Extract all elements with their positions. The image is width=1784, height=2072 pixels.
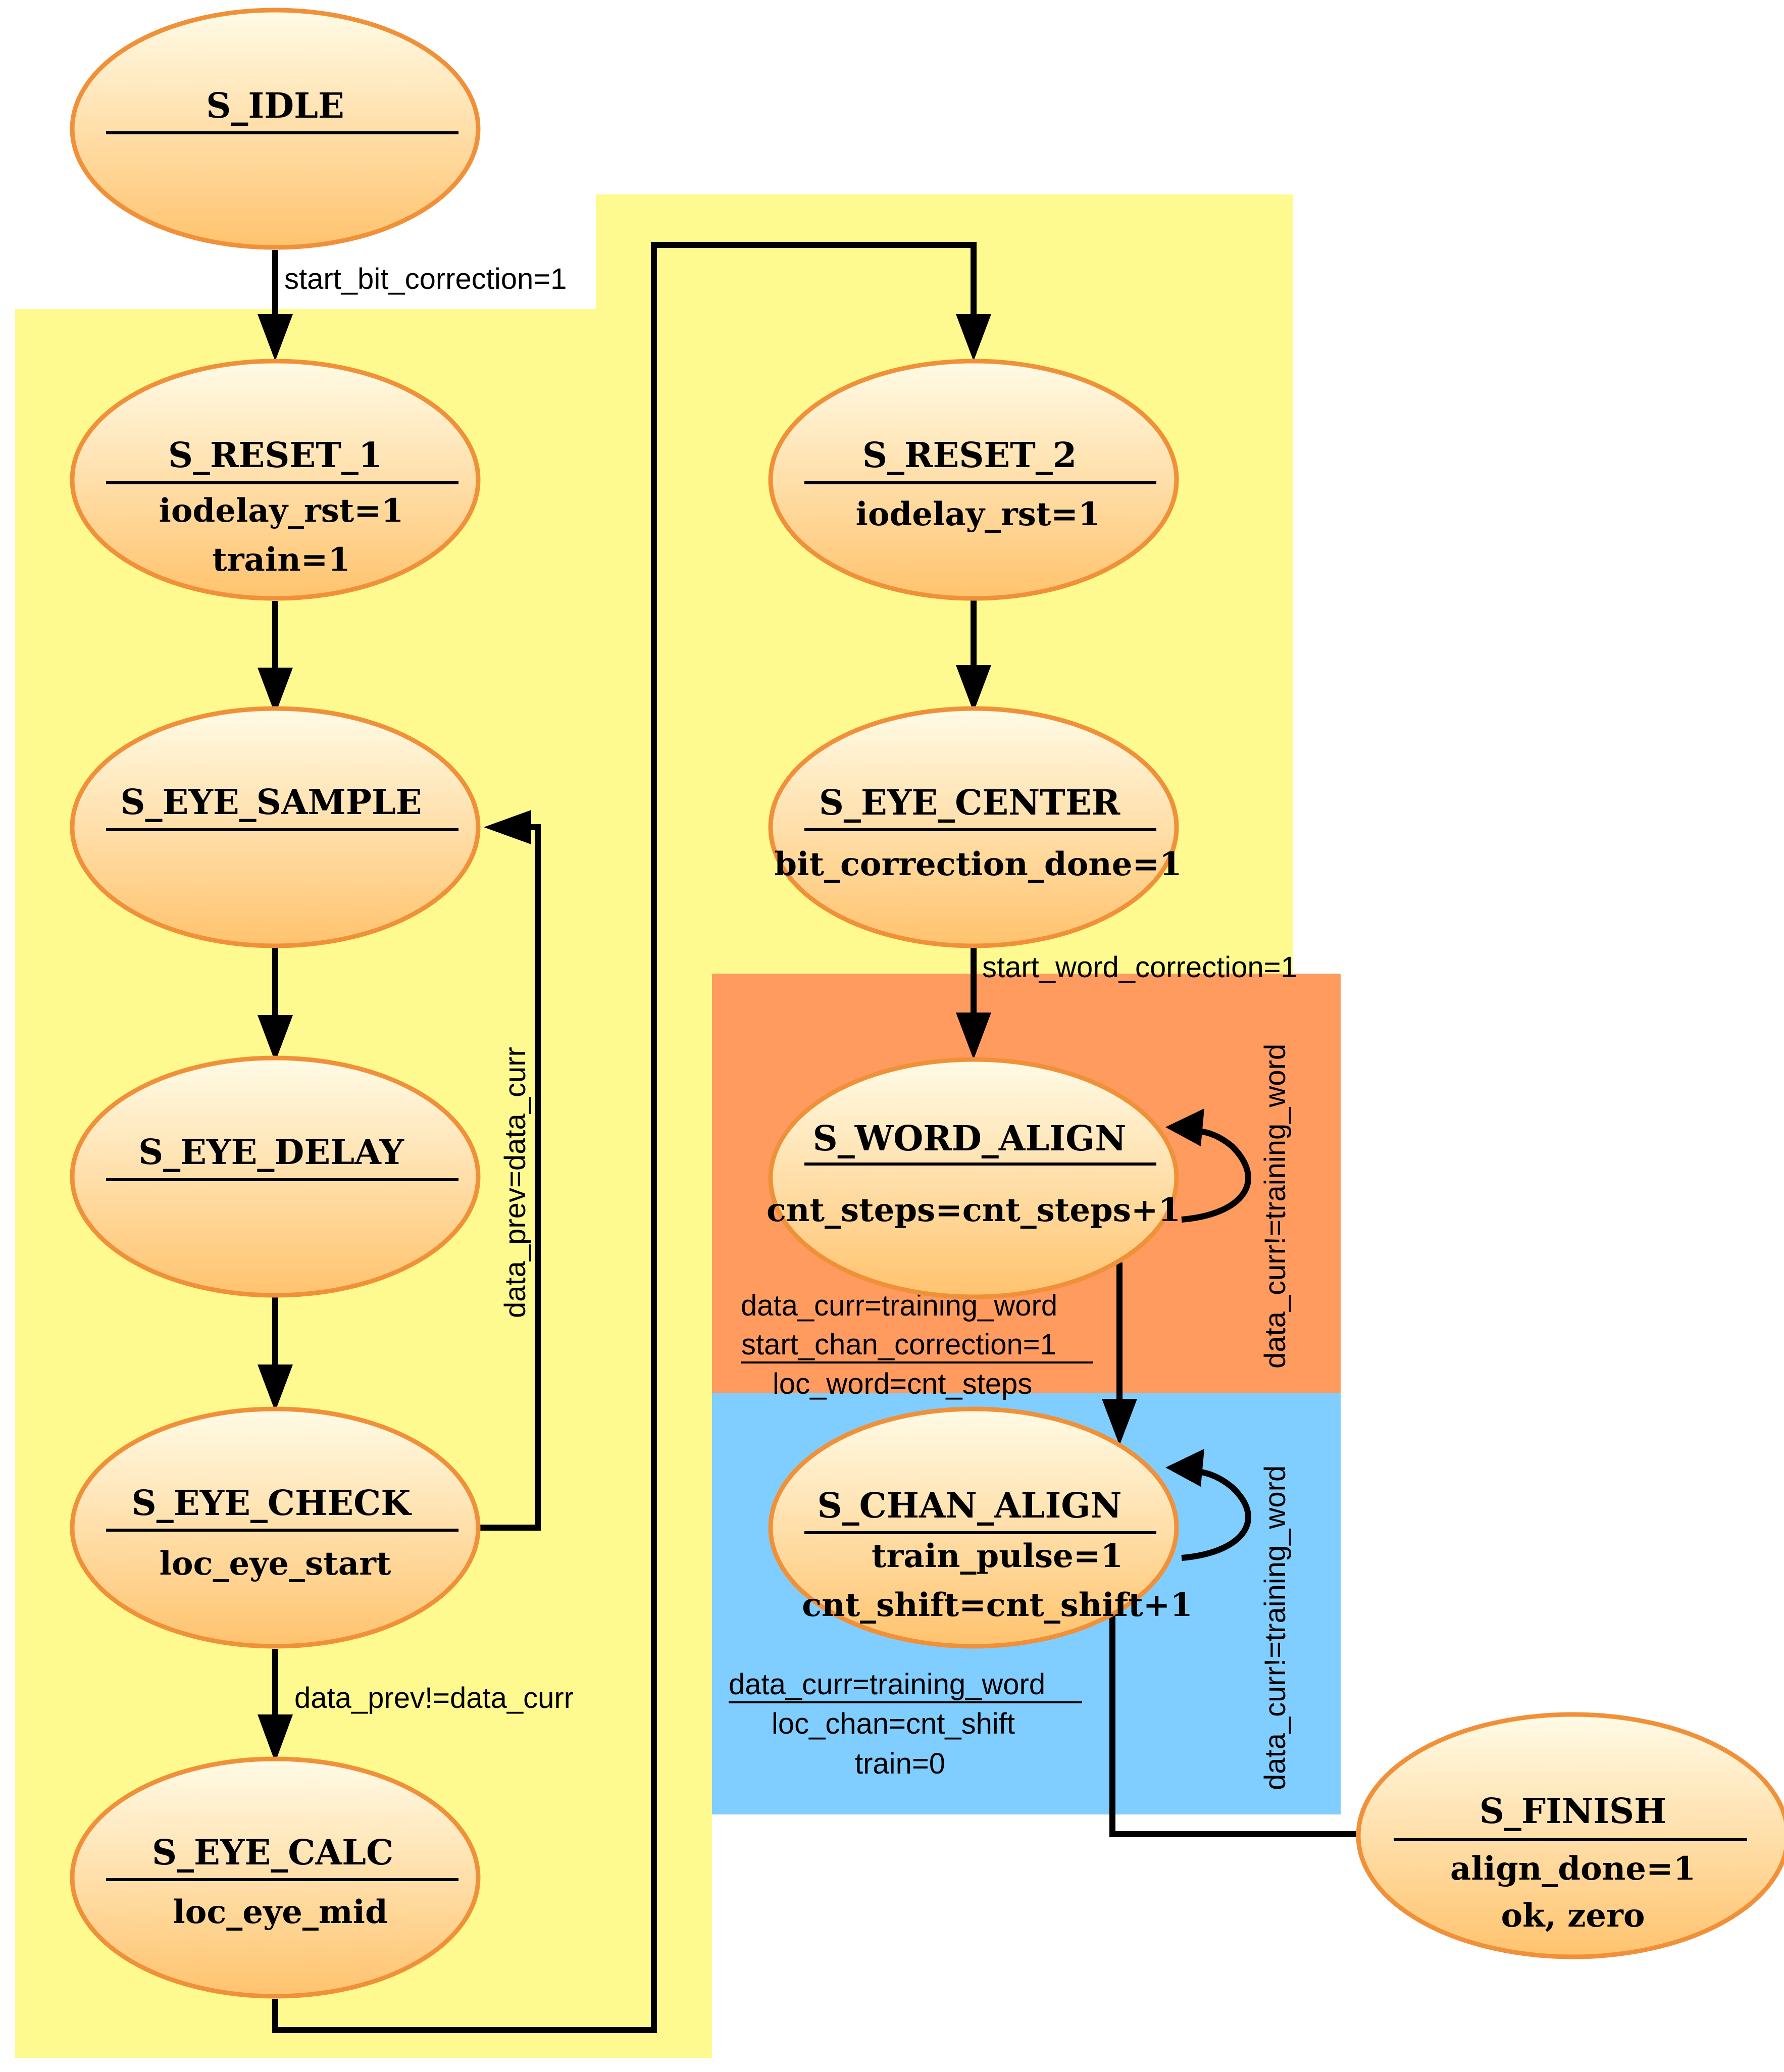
label-chan-self: data_curr!=training_word	[1259, 1465, 1292, 1790]
arrowhead-idle-reset1	[258, 314, 293, 361]
label-idle-reset1: start_bit_correction=1	[284, 263, 567, 295]
state-idle: S_IDLE	[70, 8, 481, 250]
state-title: S_EYE_CALC	[152, 1833, 393, 1873]
arrowhead-calc-reset2	[956, 314, 991, 361]
label-word-chan-1: start_chan_correction=1	[741, 1328, 1056, 1361]
state-action: train_pulse=1	[872, 1537, 1123, 1575]
arrowhead-check-sample	[484, 810, 531, 844]
arrowhead-reset1-sample	[258, 668, 293, 715]
state-action: align_done=1	[1450, 1850, 1696, 1888]
state-chan-align: S_CHAN_ALIGN train_pulse=1 cnt_shift=cnt…	[768, 1406, 1193, 1649]
state-title: S_EYE_DELAY	[138, 1132, 404, 1173]
state-shape	[768, 1406, 1179, 1649]
state-title: S_RESET_2	[862, 435, 1077, 476]
state-action: cnt_shift=cnt_shift+1	[802, 1586, 1193, 1624]
state-shape	[70, 1756, 481, 1999]
state-shape	[70, 1406, 481, 1649]
arrowhead-word-self	[1165, 1108, 1204, 1146]
state-title: S_EYE_CENTER	[819, 783, 1120, 823]
state-eye-center: S_EYE_CENTER bit_correction_done=1	[768, 706, 1182, 948]
label-chan-finish-1: loc_chan=cnt_shift	[772, 1707, 1015, 1740]
arrowhead-delay-check	[258, 1365, 293, 1411]
arrowhead-word-chan	[1102, 1399, 1137, 1445]
edge-calc-reset2	[272, 242, 977, 2033]
state-action: iodelay_rst=1	[159, 492, 404, 530]
state-title: S_IDLE	[206, 86, 344, 126]
arrowhead-check-calc	[258, 1714, 293, 1762]
state-shape	[70, 359, 481, 601]
state-shape	[70, 706, 481, 948]
state-eye-delay: S_EYE_DELAY	[70, 1055, 481, 1298]
label-word-self: data_curr!=training_word	[1259, 1044, 1292, 1369]
state-action: loc_eye_start	[160, 1545, 391, 1583]
state-action: cnt_steps=cnt_steps+1	[767, 1191, 1181, 1229]
state-title: S_EYE_CHECK	[132, 1483, 413, 1524]
label-chan-finish-2: train=0	[855, 1747, 945, 1780]
state-reset2: S_RESET_2 iodelay_rst=1	[768, 359, 1179, 601]
label-center-word: start_word_correction=1	[982, 951, 1297, 984]
state-title: S_FINISH	[1480, 1791, 1667, 1832]
arrowhead-sample-delay	[258, 1015, 293, 1062]
state-eye-check: S_EYE_CHECK loc_eye_start	[70, 1406, 481, 1649]
arrowhead-center-word	[956, 1013, 991, 1059]
state-finish: S_FINISH align_done=1 ok, zero	[1356, 1712, 1784, 1959]
state-word-align: S_WORD_ALIGN cnt_steps=cnt_steps+1	[767, 1057, 1181, 1299]
arrowhead-reset2-center	[956, 665, 991, 712]
label-word-chan-2: loc_word=cnt_steps	[773, 1368, 1032, 1400]
state-eye-calc: S_EYE_CALC loc_eye_mid	[70, 1756, 481, 1999]
state-shape	[1356, 1712, 1784, 1959]
state-title: S_WORD_ALIGN	[813, 1119, 1127, 1159]
state-shape	[768, 359, 1179, 601]
edge-chan-self	[1181, 1468, 1251, 1561]
state-title: S_RESET_1	[168, 435, 382, 476]
state-shape	[768, 706, 1179, 948]
edge-labels: start_bit_correction=1 data_prev=data_cu…	[284, 263, 1297, 1790]
state-reset1: S_RESET_1 iodelay_rst=1 train=1	[70, 359, 481, 601]
state-shape	[768, 1057, 1179, 1299]
state-shape	[70, 1055, 481, 1298]
label-check-sample: data_prev=data_curr	[499, 1047, 532, 1318]
state-title: S_EYE_SAMPLE	[120, 782, 422, 823]
label-check-calc: data_prev!=data_curr	[294, 1682, 574, 1714]
edge-chan-finish	[1109, 1586, 1356, 1837]
state-title: S_CHAN_ALIGN	[817, 1486, 1122, 1526]
state-action: train=1	[212, 541, 350, 579]
label-chan-finish-0: data_curr=training_word	[729, 1668, 1045, 1701]
edge-word-self	[1181, 1127, 1251, 1223]
state-eye-sample: S_EYE_SAMPLE	[70, 706, 481, 948]
arrowhead-chan-self	[1165, 1449, 1204, 1487]
state-shape	[70, 8, 481, 250]
state-action: bit_correction_done=1	[774, 845, 1182, 883]
edges	[258, 242, 1356, 2033]
state-action: ok, zero	[1501, 1897, 1645, 1935]
state-action: loc_eye_mid	[173, 1893, 387, 1931]
state-action: iodelay_rst=1	[856, 495, 1101, 533]
